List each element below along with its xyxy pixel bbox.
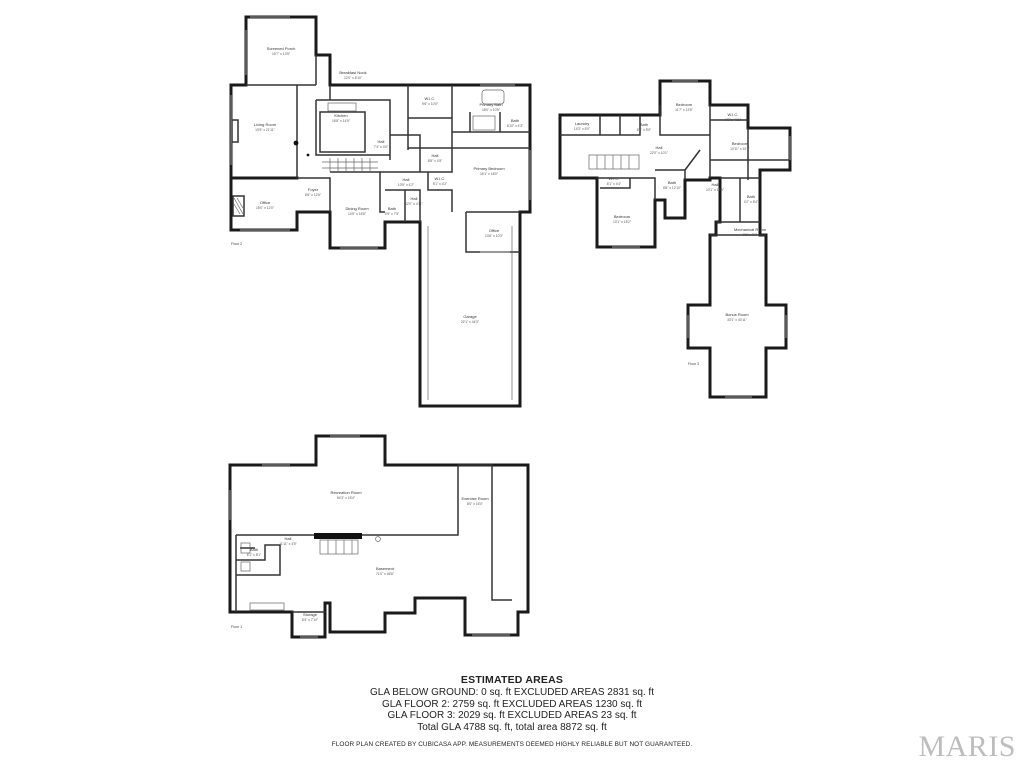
room-dims-bath: 8'6" x 5'0" — [637, 128, 652, 132]
room-name-kitchen: Kitchen — [334, 113, 347, 118]
area-line-below-ground: GLA BELOW GROUND: 0 sq. ft EXCLUDED AREA… — [370, 687, 654, 698]
room-dims-hall: 12'0" x 4'11" — [405, 202, 424, 206]
room-dims-bath: 4'9" x 7'9" — [385, 212, 400, 216]
room-dims-living-room: 19'9" x 21'11" — [255, 128, 275, 132]
room-dims-exercise-room: 8'0" x 16'0" — [467, 502, 484, 506]
room-name-primary-bedroom: Primary Bedroom — [473, 166, 505, 171]
room-name-bath: Bath — [250, 547, 258, 552]
room-dims-foyer: 8'6" x 12'6" — [305, 193, 322, 197]
room-dims-bath: 8'8" x 12'10" — [663, 186, 682, 190]
room-dims-laundry: 14'3" x 5'0" — [574, 127, 591, 131]
room-name-hall: Hall — [378, 139, 385, 144]
room-name-mechanical-room: Mechanical Room — [734, 227, 767, 232]
room-dims-garage: 22'1" x 44'3" — [461, 320, 480, 324]
area-line-floor-3: GLA FLOOR 3: 2029 sq. ft EXCLUDED AREAS … — [387, 710, 637, 721]
floor-2-room-labels: Screened Porch 15'7" x 13'9" Breakfast N… — [231, 46, 524, 324]
room-name-office: Office — [260, 200, 271, 205]
room-name-wic: W.I.C. — [435, 176, 446, 181]
room-name-bath: Bath — [747, 194, 755, 199]
room-dims-hall: 10'1" x 14'6" — [706, 188, 725, 192]
room-name-dining-room: Dining Room — [345, 206, 369, 211]
room-dims-screened-porch: 15'7" x 13'9" — [272, 52, 291, 56]
room-name-foyer: Foyer — [308, 187, 319, 192]
room-name-bath: Bath — [388, 206, 396, 211]
floor-3-room-labels: Laundry 14'3" x 5'0" Bath 8'6" x 5'0" Be… — [574, 102, 767, 366]
room-dims-hall: 10'5" x 4'2" — [398, 183, 415, 187]
room-dims-hall: 7'4" x 4'0" — [374, 145, 389, 149]
room-name-recreation-room: Recreation Room — [330, 490, 362, 495]
room-name-hall: Hall — [285, 536, 292, 541]
room-dims-kitchen: 16'8" x 14'9" — [332, 119, 351, 123]
room-dims-office: 15'0" x 12'0" — [256, 206, 275, 210]
room-dims-bedroom: 13'1" x 18'2" — [613, 220, 632, 224]
floor-label: Floor 1 — [231, 625, 242, 629]
room-name-hall: Hall — [432, 153, 439, 158]
room-dims-hall: 11'11" x 4'5" — [279, 542, 297, 546]
room-dims-bath: 4'2" x 8'4" — [744, 200, 759, 204]
floor-2-plan — [229, 15, 532, 408]
area-line-floor-2: GLA FLOOR 2: 2759 sq. ft EXCLUDED AREAS … — [381, 698, 643, 710]
room-dims-wic: 6'8" x 4'11" — [725, 118, 742, 122]
room-dims-bedroom: 11'7" x 13'5" — [675, 108, 694, 112]
floor-3-plan — [558, 79, 792, 399]
floor-1-room-labels: Recreation Room 54'3" x 15'4" Exercise R… — [231, 490, 489, 629]
room-name-primary-bath: Primary Bath — [479, 102, 502, 107]
room-name-garage: Garage — [463, 314, 477, 319]
room-dims-bath: 6'1" x 8'1" — [247, 553, 262, 557]
room-name-wic: W.I.C. — [728, 112, 739, 117]
room-name-hall: Hall — [712, 182, 719, 187]
brand-watermark: MARIS — [918, 730, 1016, 763]
room-name-bedroom: Bedroom — [676, 102, 693, 107]
room-dims-recreation-room: 54'3" x 15'4" — [337, 496, 356, 500]
disclaimer-text: FLOOR PLAN CREATED BY CUBICASA APP. MEAS… — [331, 741, 693, 748]
room-dims-basement: 71'0" x 46'8" — [376, 572, 395, 576]
floor-label: Floor 3 — [688, 362, 699, 366]
room-name-bath: Bath — [640, 122, 648, 127]
room-name-screened-porch: Screened Porch — [267, 46, 296, 51]
room-dims-dining-room: 14'5" x 16'5" — [348, 212, 367, 216]
room-dims-mechanical-room: 8'6" x 3'1" — [743, 233, 758, 237]
room-dims-bonus-room: 33'1" x 40'11" — [727, 318, 747, 322]
room-name-wic: W.I.C. — [425, 96, 436, 101]
room-name-office: Office — [489, 228, 500, 233]
room-dims-primary-bedroom: 16'1" x 18'0" — [480, 172, 499, 176]
room-dims-bedroom: 10'11" x 10'1" — [730, 147, 750, 151]
area-line-total: Total GLA 4788 sq. ft, total area 8872 s… — [417, 721, 607, 733]
room-name-hall: Hall — [656, 145, 663, 150]
room-name-hall: Hall — [411, 196, 418, 201]
room-name-bedroom: Bedroom — [732, 141, 749, 146]
room-name-breakfast-nook: Breakfast Nook — [339, 70, 366, 75]
room-dims-bath: 8'10" x 4'3" — [507, 124, 524, 128]
room-dims-primary-bath: 18'0" x 10'9" — [482, 108, 501, 112]
room-name-wic: W.I.C. — [609, 176, 620, 181]
estimated-areas-title: ESTIMATED AREAS — [460, 674, 564, 686]
room-name-living-room: Living Room — [254, 122, 277, 127]
room-dims-wic: 9'6" x 10'0" — [422, 102, 439, 106]
room-name-bonus-room: Bonus Room — [725, 312, 749, 317]
room-name-hall: Hall — [403, 177, 410, 182]
room-name-bath: Bath — [511, 118, 519, 123]
room-dims-office: 13'6" x 10'3" — [485, 234, 504, 238]
room-dims-hall: 22'0" x 10'1" — [650, 151, 669, 155]
room-name-bedroom: Bedroom — [614, 214, 631, 219]
room-name-bath: Bath — [668, 180, 676, 185]
room-dims-hall: 8'8" x 4'5" — [428, 159, 443, 163]
room-name-laundry: Laundry — [575, 121, 589, 126]
room-name-storage: Storage — [303, 612, 318, 617]
floor-label: Floor 2 — [231, 242, 242, 246]
room-name-basement: Basement — [376, 566, 395, 571]
room-dims-storage: 8'4" x 7'10" — [302, 618, 319, 622]
room-dims-breakfast-nook: 12'0" x 8'10" — [344, 76, 363, 80]
room-dims-wic: 8'1" x 4'4" — [607, 182, 622, 186]
floor-1-plan — [228, 434, 530, 639]
estimated-areas-block: ESTIMATED AREAS GLA BELOW GROUND: 0 sq. … — [312, 674, 712, 733]
room-dims-wic: 5'1" x 4'2" — [433, 182, 448, 186]
room-name-exercise-room: Exercise Room — [461, 496, 489, 501]
